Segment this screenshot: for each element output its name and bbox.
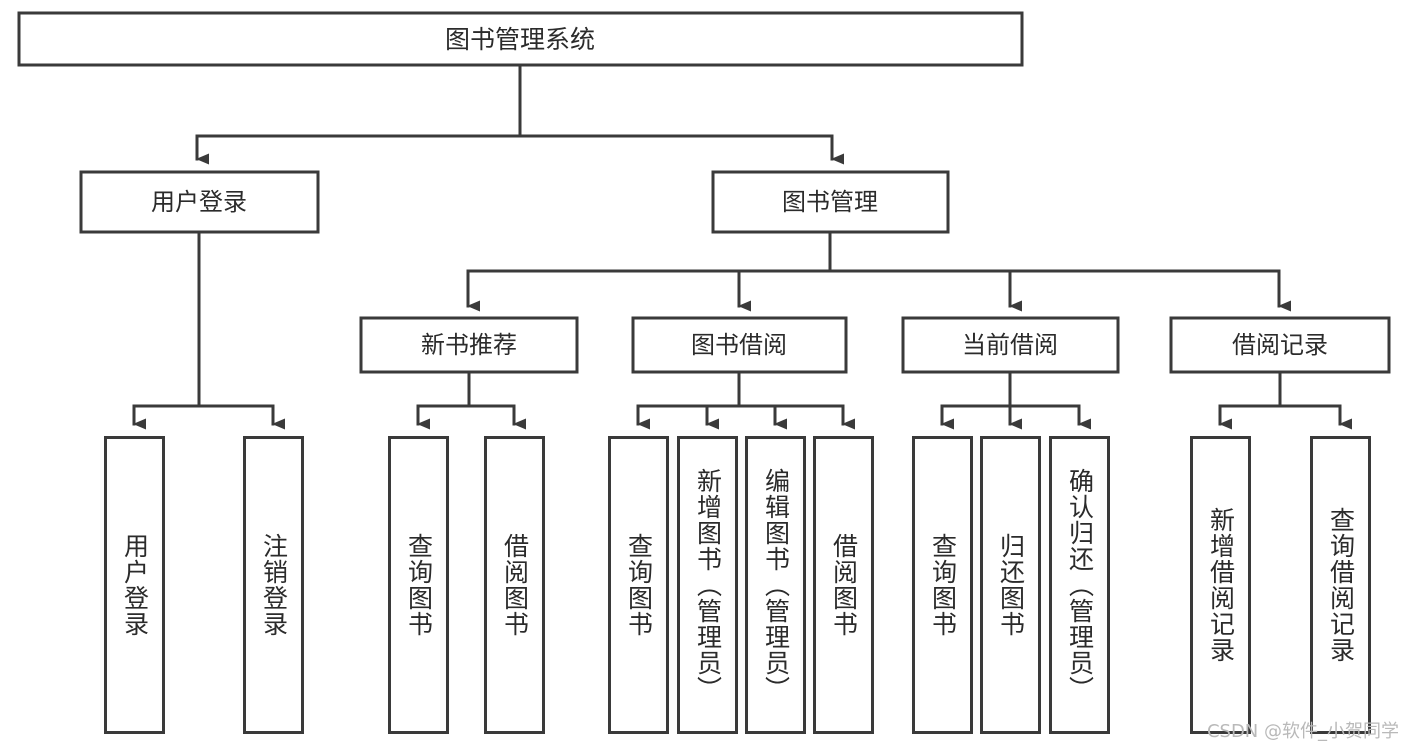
leaf-label: 归还图书 <box>996 533 1026 637</box>
leaf-new-book-1[interactable]: 借阅图书 <box>484 436 545 734</box>
node-borrow-record[interactable]: 借阅记录 <box>1169 316 1391 374</box>
leaf-borrow-record-1[interactable]: 查询借阅记录 <box>1310 436 1371 734</box>
leaf-label: 用户登录 <box>120 533 150 637</box>
node-root[interactable]: 图书管理系统 <box>17 11 1024 67</box>
node-book-borrow[interactable]: 图书借阅 <box>631 316 848 374</box>
leaf-new-book-0[interactable]: 查询图书 <box>388 436 449 734</box>
leaf-borrow-record-0[interactable]: 新增借阅记录 <box>1190 436 1251 734</box>
node-book-management[interactable]: 图书管理 <box>711 170 950 234</box>
node-user-login[interactable]: 用户登录 <box>79 170 320 234</box>
node-current-borrow[interactable]: 当前借阅 <box>901 316 1120 374</box>
leaf-user-login-1[interactable]: 注销登录 <box>243 436 304 734</box>
leaf-label: 查询图书 <box>928 533 958 637</box>
leaf-label: 查询图书 <box>404 533 434 637</box>
current-borrow-label: 当前借阅 <box>962 331 1058 359</box>
book-borrow-box <box>631 316 848 374</box>
user-login-box <box>79 170 320 234</box>
leaf-book-borrow-0[interactable]: 查询图书 <box>608 436 669 734</box>
leaf-current-borrow-1[interactable]: 归还图书 <box>980 436 1041 734</box>
leaf-book-borrow-1[interactable]: 新增图书（管理员） <box>677 436 738 734</box>
user-login-label: 用户登录 <box>151 188 247 216</box>
current-borrow-box <box>901 316 1120 374</box>
leaf-label: 注销登录 <box>259 533 289 637</box>
leaf-user-login-0[interactable]: 用户登录 <box>104 436 165 734</box>
borrow-record-box <box>1169 316 1391 374</box>
leaf-label: 确认归还（管理员） <box>1065 468 1095 702</box>
new-book-recommend-box <box>359 316 579 374</box>
borrow-record-label: 借阅记录 <box>1232 331 1328 359</box>
leaf-label: 借阅图书 <box>829 533 859 637</box>
leaf-book-borrow-3[interactable]: 借阅图书 <box>813 436 874 734</box>
root-label: 图书管理系统 <box>445 25 595 54</box>
leaf-book-borrow-2[interactable]: 编辑图书（管理员） <box>745 436 806 734</box>
leaf-label: 编辑图书（管理员） <box>761 468 791 702</box>
book-borrow-label: 图书借阅 <box>691 331 787 359</box>
root-box <box>17 11 1024 67</box>
new-book-recommend-label: 新书推荐 <box>421 331 517 359</box>
leaf-current-borrow-2[interactable]: 确认归还（管理员） <box>1049 436 1110 734</box>
book-management-label: 图书管理 <box>782 188 878 216</box>
leaf-label: 借阅图书 <box>500 533 530 637</box>
leaf-label: 查询借阅记录 <box>1326 507 1356 663</box>
leaf-label: 新增图书（管理员） <box>693 468 723 702</box>
leaf-label: 新增借阅记录 <box>1206 507 1236 663</box>
leaf-current-borrow-0[interactable]: 查询图书 <box>912 436 973 734</box>
leaf-label: 查询图书 <box>624 533 654 637</box>
node-new-book-recommend[interactable]: 新书推荐 <box>359 316 579 374</box>
